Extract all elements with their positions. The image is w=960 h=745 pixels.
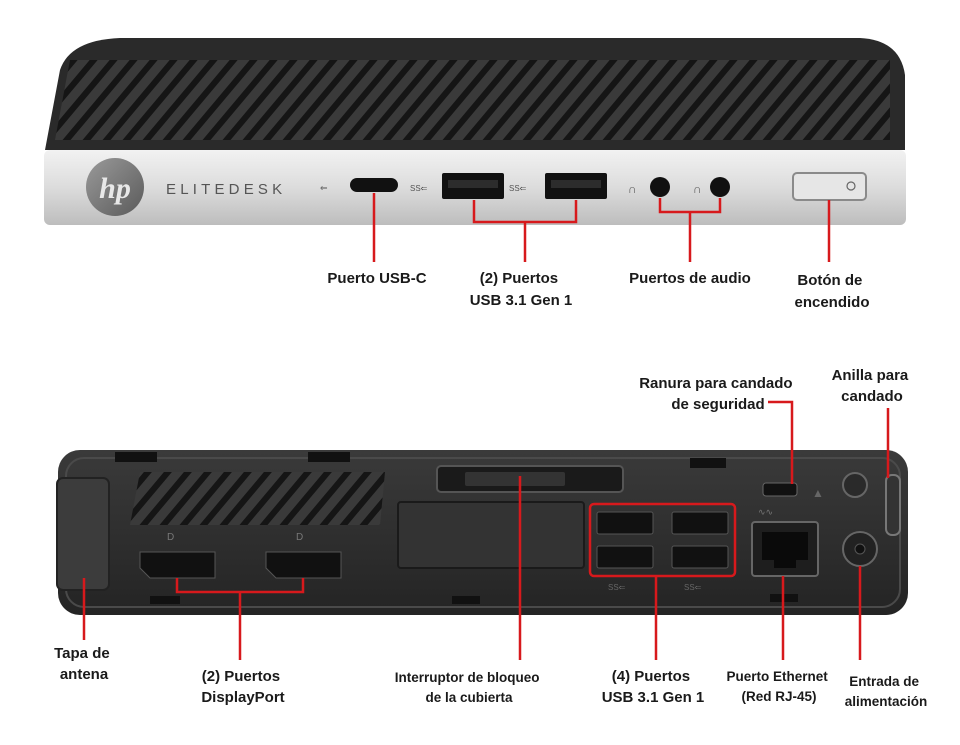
rear-usb-port-2 <box>672 512 728 534</box>
rear-usb-port-1 <box>597 512 653 534</box>
displayport-port-2 <box>266 552 341 578</box>
label-displayport: (2) Puertos DisplayPort <box>201 668 284 706</box>
lock-icon: ▲ <box>812 486 824 500</box>
audio-jack-1 <box>650 177 670 197</box>
label-power-button: Botón de encendido <box>794 272 869 311</box>
hp-logo: hp <box>86 158 144 216</box>
ss-usb-icon: SS⇐ <box>410 184 428 193</box>
label-audio: Puertos de audio <box>629 270 751 287</box>
front-vent-grille <box>55 60 890 140</box>
headset-icon: ∩ <box>693 182 702 196</box>
rear-ss-usb-icon-1: SS⇐ <box>608 583 626 592</box>
label-padlock-loop: Anilla para candado <box>832 367 913 405</box>
security-lock-slot[interactable] <box>763 483 797 496</box>
front-labels: Puerto USB-C (2) Puertos USB 3.1 Gen 1 P… <box>327 270 869 311</box>
label-usb-front: (2) Puertos USB 3.1 Gen 1 <box>470 270 573 309</box>
displayport-icon-1: D <box>167 532 174 543</box>
expansion-blank-plate <box>398 502 584 568</box>
label-power-input: Entrada de alimentación <box>845 674 928 709</box>
ss-usb-charge-icon: SS⇐ <box>509 184 527 193</box>
usb-symbol-icon: ⇐ <box>320 183 328 193</box>
audio-jack-2 <box>710 177 730 197</box>
usb-c-port <box>350 178 398 192</box>
rear-view: D D SS⇐ SS⇐ ▲ ∿∿ <box>57 450 908 615</box>
label-usb-rear: (4) Puertos USB 3.1 Gen 1 <box>602 668 705 706</box>
network-icon: ∿∿ <box>758 507 773 517</box>
rear-usb-port-4 <box>672 546 728 568</box>
rear-vent-grille <box>130 472 385 525</box>
padlock-screw <box>843 473 867 497</box>
label-ethernet: Puerto Ethernet (Red RJ-45) <box>726 669 831 704</box>
rear-usb-port-3 <box>597 546 653 568</box>
label-security-slot: Ranura para candado de seguridad <box>639 375 797 413</box>
antenna-cover[interactable] <box>57 478 109 590</box>
model-name: ELITEDESK <box>166 181 286 198</box>
rear-ss-usb-icon-2: SS⇐ <box>684 583 702 592</box>
label-usb-c: Puerto USB-C <box>327 270 426 287</box>
hp-logo-text: hp <box>99 172 131 205</box>
label-cover-lock: Interruptor de bloqueo de la cubierta <box>395 670 544 705</box>
front-view: hp ELITEDESK ⇐ SS⇐ SS⇐ ∩ ∩ <box>44 38 906 225</box>
displayport-port-1 <box>140 552 215 578</box>
displayport-icon-2: D <box>296 532 303 543</box>
label-antenna-cover: Tapa de antena <box>54 645 114 683</box>
padlock-loop[interactable] <box>886 475 900 535</box>
headphone-icon: ∩ <box>628 182 637 196</box>
